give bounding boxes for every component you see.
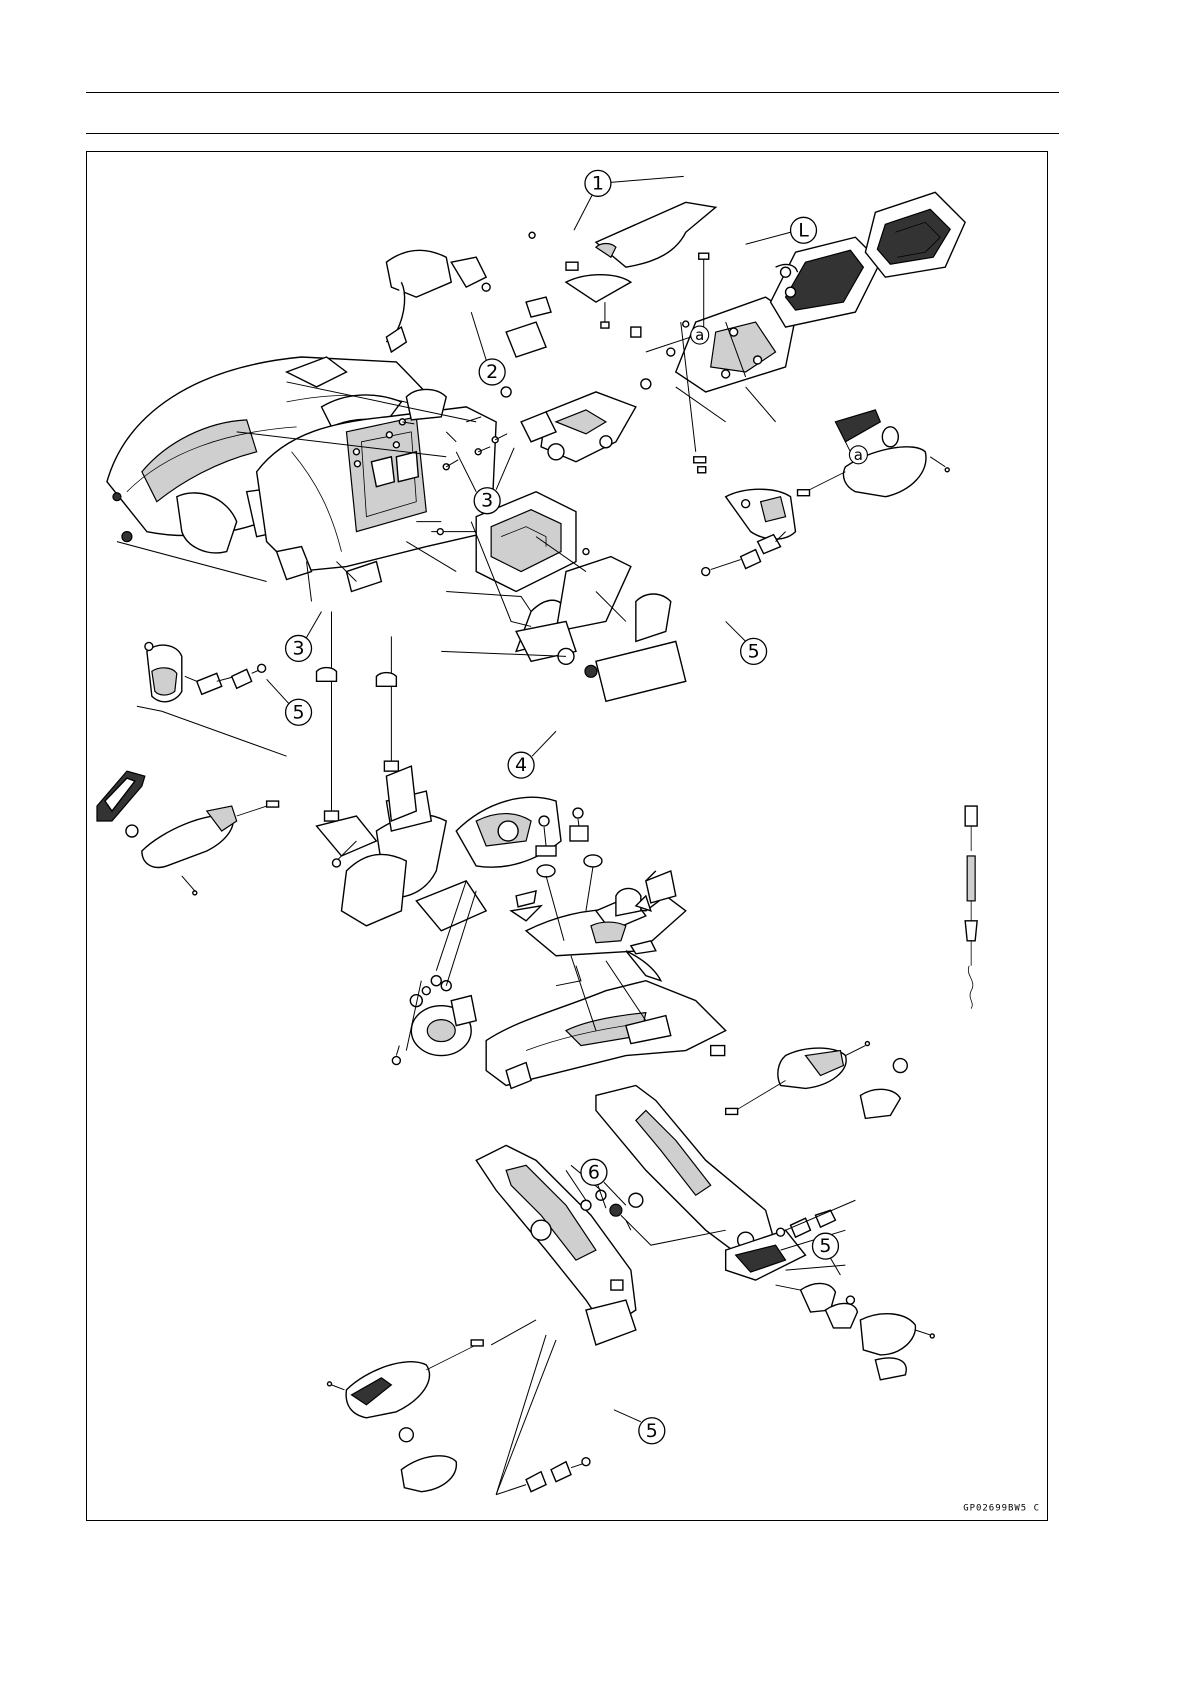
svg-text:a: a — [695, 326, 704, 344]
rear-fender-upper — [516, 871, 686, 981]
callout-5-rear-right: 5 — [812, 1233, 840, 1275]
meter-unit — [771, 237, 881, 327]
rear-fender-lower — [486, 956, 726, 1089]
left-front-turn-signal — [137, 642, 287, 756]
svg-text:5: 5 — [646, 1420, 658, 1442]
rear-subframe-left — [476, 1145, 636, 1345]
exploded-parts-diagram: 1 2 3 3 4 5 5 5 5 — [87, 152, 1047, 1520]
callout-4: 4 — [508, 731, 556, 778]
marker-a-lower: a — [845, 442, 867, 464]
header-rule-bottom — [86, 133, 1059, 134]
meter-bracket — [501, 297, 636, 462]
header-rule-top — [86, 92, 1059, 93]
brake-reservoir-left — [386, 250, 490, 352]
svg-text:2: 2 — [486, 361, 498, 383]
svg-text:5: 5 — [748, 640, 760, 662]
meter-front-cover — [865, 192, 965, 277]
rear-right-signal-assembly — [776, 1200, 935, 1380]
callout-5-right-front: 5 — [726, 621, 767, 664]
diagram-frame: 1 2 3 3 4 5 5 5 5 — [86, 151, 1048, 1521]
figure-code: GP02699BW5 C — [963, 1504, 1040, 1514]
right-front-turn-signal — [702, 410, 949, 576]
svg-text:1: 1 — [592, 172, 604, 194]
svg-text:5: 5 — [293, 701, 305, 723]
rear-subframe-right — [596, 1085, 806, 1280]
callout-3-lower: 3 — [286, 611, 322, 661]
svg-text:L: L — [798, 219, 809, 241]
meter-cover-upper — [529, 202, 716, 302]
callout-5-rear-left: 5 — [614, 1410, 665, 1444]
rear-left-signal-mount — [496, 1335, 590, 1495]
svg-text:3: 3 — [481, 490, 493, 512]
rear-right-turn-signal — [726, 1042, 908, 1119]
svg-text:3: 3 — [293, 637, 305, 659]
callout-5-left-front: 5 — [267, 679, 312, 725]
callout-L: L — [746, 217, 817, 244]
svg-text:5: 5 — [819, 1235, 831, 1257]
svg-text:4: 4 — [515, 754, 527, 776]
left-front-signal-lens — [97, 771, 279, 895]
svg-text:a: a — [854, 446, 863, 464]
oxygen-sensor-cable — [965, 806, 977, 1009]
svg-text:6: 6 — [588, 1161, 600, 1183]
callout-2: 2 — [471, 312, 505, 385]
